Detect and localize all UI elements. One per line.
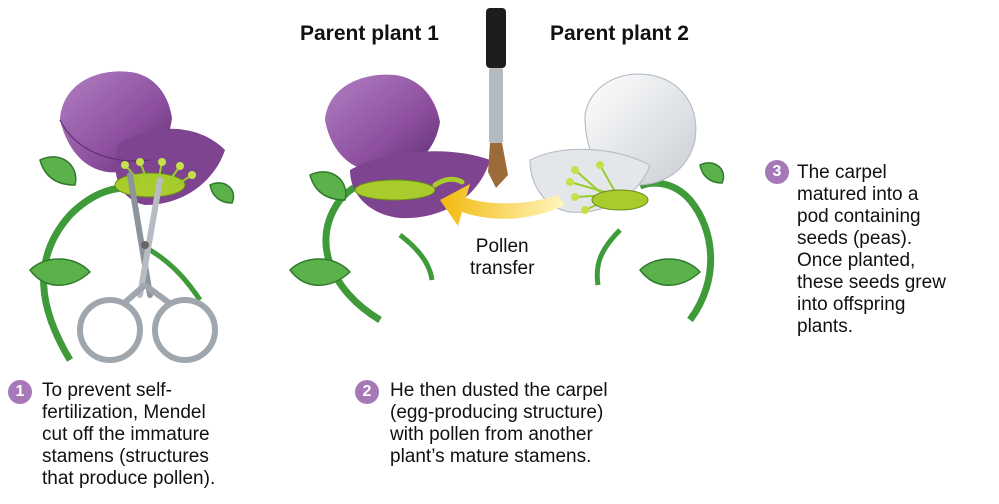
leaf — [700, 163, 723, 183]
step-1-badge: 1 — [8, 380, 32, 404]
pollen-transfer-label: Pollen transfer — [470, 236, 534, 280]
stem — [640, 183, 711, 320]
stem — [597, 230, 620, 285]
leaf — [30, 259, 90, 285]
step-1-caption: To prevent self- fertilization, Mendel c… — [42, 380, 215, 490]
step-3-badge: 3 — [765, 160, 789, 184]
carpel — [115, 173, 185, 197]
stem — [400, 235, 432, 280]
leaf — [640, 259, 700, 285]
carpel — [592, 190, 648, 210]
leaf — [310, 172, 346, 200]
leaf — [40, 157, 76, 185]
paintbrush-icon — [486, 8, 508, 188]
parent-plant-2-title: Parent plant 2 — [550, 22, 689, 46]
flower-1 — [30, 71, 233, 360]
carpel — [355, 180, 435, 200]
parent-plant-1-title: Parent plant 1 — [300, 22, 439, 46]
leaf — [210, 183, 233, 203]
step-3-caption: The carpel matured into a pod containing… — [797, 162, 946, 338]
step-2-badge: 2 — [355, 380, 379, 404]
step-2-caption: He then dusted the carpel (egg-producing… — [390, 380, 608, 468]
